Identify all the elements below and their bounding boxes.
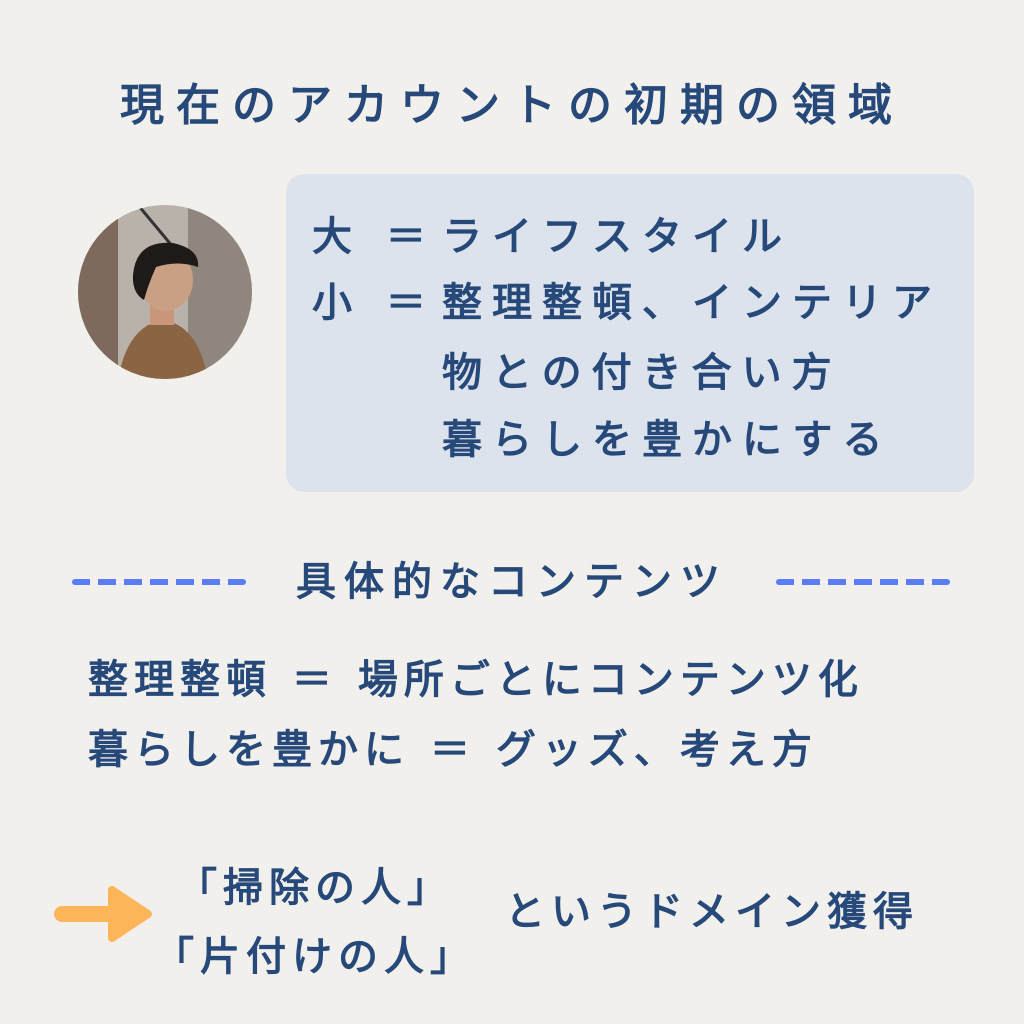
dashed-divider-right	[776, 579, 950, 585]
domain-box	[286, 174, 974, 492]
large-domain-value: ライフスタイル	[442, 214, 792, 260]
dashed-divider-left	[72, 579, 246, 585]
label-cleaning-person: 「掃除の人」	[177, 865, 453, 911]
section-heading: 具体的なコンテンツ	[296, 559, 728, 605]
small-domain-value: 整理整頓、インテリア	[442, 280, 942, 326]
arrow-right-icon	[50, 884, 154, 944]
conclusion-text: というドメイン獲得	[505, 889, 919, 935]
label-tidying-person: 「片付けの人」	[154, 934, 476, 980]
large-domain-label: 大 ＝	[312, 214, 436, 260]
avatar	[78, 205, 252, 379]
page-title: 現在のアカウントの初期の領域	[120, 80, 904, 131]
content-line: 暮らしを豊かに ＝ グッズ、考え方	[88, 727, 818, 773]
small-domain-value: 暮らしを豊かにする	[442, 417, 893, 463]
small-domain-label: 小 ＝	[312, 280, 436, 326]
content-line: 整理整頓 ＝ 場所ごとにコンテンツ化	[88, 657, 864, 703]
small-domain-value: 物との付き合い方	[442, 350, 842, 396]
